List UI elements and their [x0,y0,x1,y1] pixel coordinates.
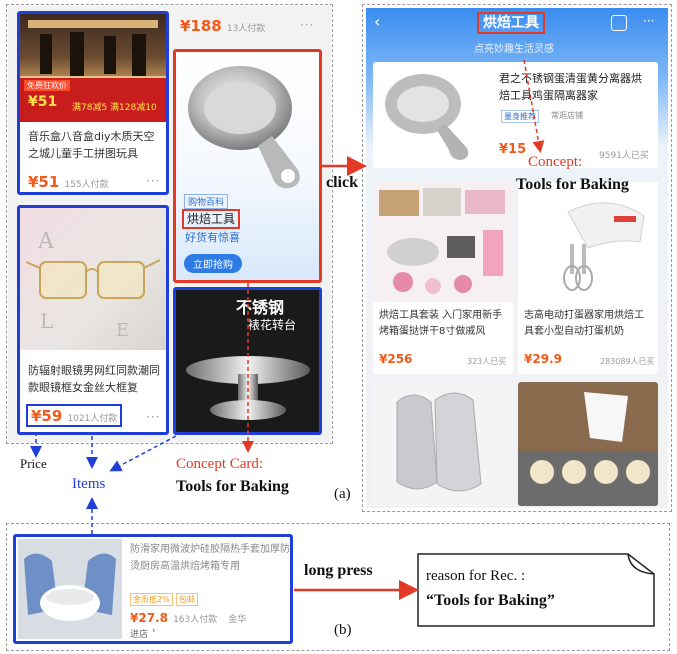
grid-sold: 323人已买 [467,357,507,366]
page-title: 烘焙工具 [477,12,545,34]
concept-tag: 购物百科 [184,194,229,209]
overlay-small: 裱花转台 [248,318,297,332]
feed-frame [6,4,333,444]
concept-card[interactable]: 购物百科 烘焙工具 好货有惊喜 立即抢购 [173,49,322,283]
glasses-image: A L E [20,208,166,350]
feature-price: ¥15 [499,142,527,157]
feature-sold: 9591人已买 [599,151,649,161]
shop-chevron-icon: › [152,626,156,636]
reason-label: reason for Rec. : [426,568,526,584]
grid-item-batter-cup[interactable] [518,382,658,506]
top-item-price: ¥188 [180,17,222,35]
grid-item-oven-mitts[interactable] [373,382,513,506]
item-sold: 1021人付款 [67,414,118,424]
music-box-image: 免费狂欢价 ¥51 满78减5 满128减10 [20,14,166,122]
badge-sale: 满78减5 满128减10 [72,103,157,113]
grid-item-baking-set[interactable]: 烘焙工具套装 入门家用新手烤箱蛋挞饼干8寸做戚风 ¥256 323人已买 [373,182,513,374]
badge-top: 免费狂欢价 [24,80,70,91]
concept-buy-button[interactable]: 立即抢购 [184,254,242,273]
item-title: 防辐射眼镜男网红同款潮同款眼镜框女金丝大框复 [28,364,160,394]
baking-set-image [373,182,513,302]
mixer-image [518,182,658,302]
panel-b-frame [6,523,670,651]
long-press-item[interactable]: 防滑家用微波炉硅胶隔热手套加厚防烫厨房高温烘焙烤箱专用 金币抵2% 包邮 ¥27… [13,534,293,644]
item-title: 音乐盒八音盒diy木质天空之城儿童手工拼图玩具 [28,130,155,160]
feature-tag-recommend: 量身推荐 [501,110,539,123]
grid-price: ¥256 [379,352,413,366]
feed-item-glasses[interactable]: A L E 防辐射眼镜男网红同款潮同款眼镜框女金丝大框复 ¥59 1021人付款… [17,205,169,435]
svg-text:E: E [116,320,129,341]
batter-cup-image [518,382,658,506]
feed-item-music-box[interactable]: 免费狂欢价 ¥51 满78减5 满128减10 音乐盒八音盒diy木质天空之城儿… [17,11,169,195]
svg-text:L: L [40,309,53,333]
panel-b-label: (b) [334,622,352,638]
grid-price: ¥29.9 [524,352,562,366]
oven-mitts-image [373,382,513,506]
item-price: ¥59 [31,407,63,425]
item-price: ¥51 [28,173,60,191]
panel-a-label: (a) [334,486,351,502]
shop-link[interactable]: 进店 [130,630,149,640]
feature-title: 君之不锈钢蛋清蛋黄分离器烘焙工具鸡蛋隔离器家 [499,72,642,102]
feature-item-card[interactable]: 君之不锈钢蛋清蛋黄分离器烘焙工具鸡蛋隔离器家 量身推荐 常逛店铺 ¥15 959… [373,62,658,168]
grid-title: 烘焙工具套装 入门家用新手烤箱蛋挞饼干8寸做戚风 [379,310,503,337]
more-icon[interactable]: ··· [146,174,161,188]
glove-bowl-image [18,539,122,639]
badge-price: ¥51 [28,94,58,110]
more-menu-icon[interactable]: ··· [643,14,655,28]
more-icon[interactable]: ··· [146,410,161,424]
egg-separator-thumb [385,74,469,160]
item-sold: 155人付款 [64,180,109,190]
tag-coin: 金币抵2% [130,593,173,606]
grid-item-mixer[interactable]: 志高电动打蛋器家用烘焙工具套小型自动打蛋机奶 ¥29.9 283089人已买 [518,182,658,374]
egg-separator-image [188,66,300,189]
item-sold: 163人付款 [173,615,218,625]
item-price: ¥27.8 [130,611,168,625]
page-subtitle: 点亮妙趣生活灵感 [474,44,554,55]
grid-title: 志高电动打蛋器家用烘焙工具套小型自动打蛋机奶 [524,310,644,337]
concept-label: Concept: [528,154,583,170]
concept-value: Tools for Baking [516,176,629,193]
feature-tag-shop: 常逛店铺 [551,111,583,120]
concept-card-value: Tools for Baking [176,478,289,495]
items-label: Items [72,476,106,492]
grid-sold: 283089人已买 [600,357,655,366]
concept-card-label: Concept Card: [176,456,264,472]
top-more-icon[interactable]: ··· [300,18,315,32]
item-title: 防滑家用微波炉硅胶隔热手套加厚防烫厨房高温烘焙烤箱专用 [130,544,290,572]
page-frame [362,4,672,512]
reason-note-shape [417,553,655,627]
svg-text:A: A [37,229,55,254]
price-highlight: ¥59 1021人付款 [26,404,123,427]
price-label: Price [20,456,47,471]
share-icon[interactable] [611,15,627,31]
item-location: 金华 [228,615,247,625]
reason-value: “Tools for Baking” [426,592,555,609]
concept-title: 烘焙工具 [182,209,241,229]
back-icon[interactable]: ‹ [374,12,381,31]
top-item-sold: 13人付款 [226,24,266,34]
concept-subtitle: 好货有惊喜 [185,231,240,244]
click-label: click [326,174,358,191]
long-press-label: long press [304,562,373,579]
tag-shipping: 包邮 [176,593,198,606]
